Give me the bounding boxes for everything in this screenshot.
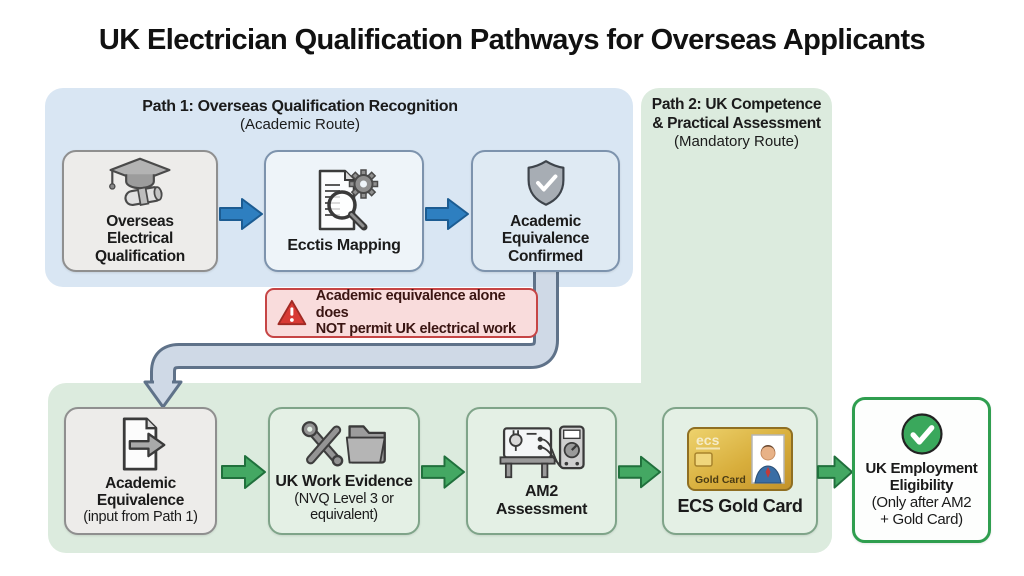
node-academic-equivalence-input: Academic Equivalence (input from Path 1): [64, 407, 217, 535]
node-label: Ecctis Mapping: [287, 237, 401, 255]
node-sublabel: (Only after AM2 + Gold Card): [871, 494, 972, 528]
page-title: UK Electrician Qualification Pathways fo…: [98, 24, 926, 56]
node-label: AM2 Assessment: [495, 483, 588, 518]
node-label: UK Employment Eligibility: [865, 460, 978, 495]
node-uk-employment-eligibility: UK Employment Eligibility (Only after AM…: [852, 397, 991, 543]
path1-subtitle: (Academic Route): [239, 116, 361, 134]
arrow-right-green-icon: [618, 455, 662, 489]
path2-title: Path 2: UK Competence & Practical Assess…: [651, 96, 822, 132]
warning-callout: Academic equivalence alone does NOT perm…: [265, 288, 538, 338]
node-label: Academic Equivalence: [96, 474, 185, 509]
node-ecs-gold-card: ecs Gold Card ECS Gold Card: [662, 407, 818, 535]
node-ecctis-mapping: Ecctis Mapping: [264, 150, 424, 272]
tools-folder-icon: [301, 420, 386, 467]
node-am2-assessment: AM2 Assessment: [466, 407, 617, 535]
shield-check-icon: [527, 160, 564, 206]
gear-icon: [348, 169, 379, 199]
path2-subtitle: (Mandatory Route): [673, 133, 800, 151]
arrow-right-green-icon: [421, 455, 466, 489]
node-equivalence-confirmed: Academic Equivalence Confirmed: [471, 150, 620, 272]
card-brand-text: ecs: [696, 432, 720, 448]
arrow-right-blue-icon: [219, 198, 263, 230]
check-circle-icon: [900, 413, 943, 455]
arrow-right-green-icon: [817, 455, 854, 489]
node-label: UK Work Evidence: [275, 472, 413, 490]
node-label: Academic Equivalence Confirmed: [501, 212, 590, 265]
card-label-text: Gold Card: [695, 474, 746, 486]
node-overseas-qualification: Overseas Electrical Qualification: [62, 150, 218, 272]
node-label: ECS Gold Card: [677, 495, 803, 516]
multimeter-testbench-icon: [499, 425, 585, 479]
magnifier-icon: [327, 190, 368, 231]
arrow-right-green-icon: [221, 455, 266, 489]
ecs-gold-card-icon: ecs Gold Card: [687, 426, 793, 491]
graduation-cap-diploma-icon: [109, 157, 171, 207]
path1-to-path2-pipe-connector: [143, 267, 559, 409]
node-uk-work-evidence: UK Work Evidence (NVQ Level 3 or equival…: [268, 407, 420, 535]
document-arrow-icon: [122, 416, 165, 471]
node-label: Overseas Electrical Qualification: [95, 212, 185, 265]
path2-header: Path 2: UK Competence & Practical Assess…: [641, 96, 832, 152]
node-sublabel: (input from Path 1): [83, 509, 198, 526]
arrow-right-blue-icon: [425, 198, 469, 230]
path1-title: Path 1: Overseas Qualification Recogniti…: [142, 98, 458, 115]
path1-header: Path 1: Overseas Qualification Recogniti…: [45, 97, 555, 135]
warning-triangle-icon: [277, 299, 307, 326]
warning-text: Academic equivalence alone does NOT perm…: [315, 288, 516, 338]
document-search-gear-icon: [318, 169, 379, 231]
node-sublabel: (NVQ Level 3 or equivalent): [294, 490, 394, 523]
